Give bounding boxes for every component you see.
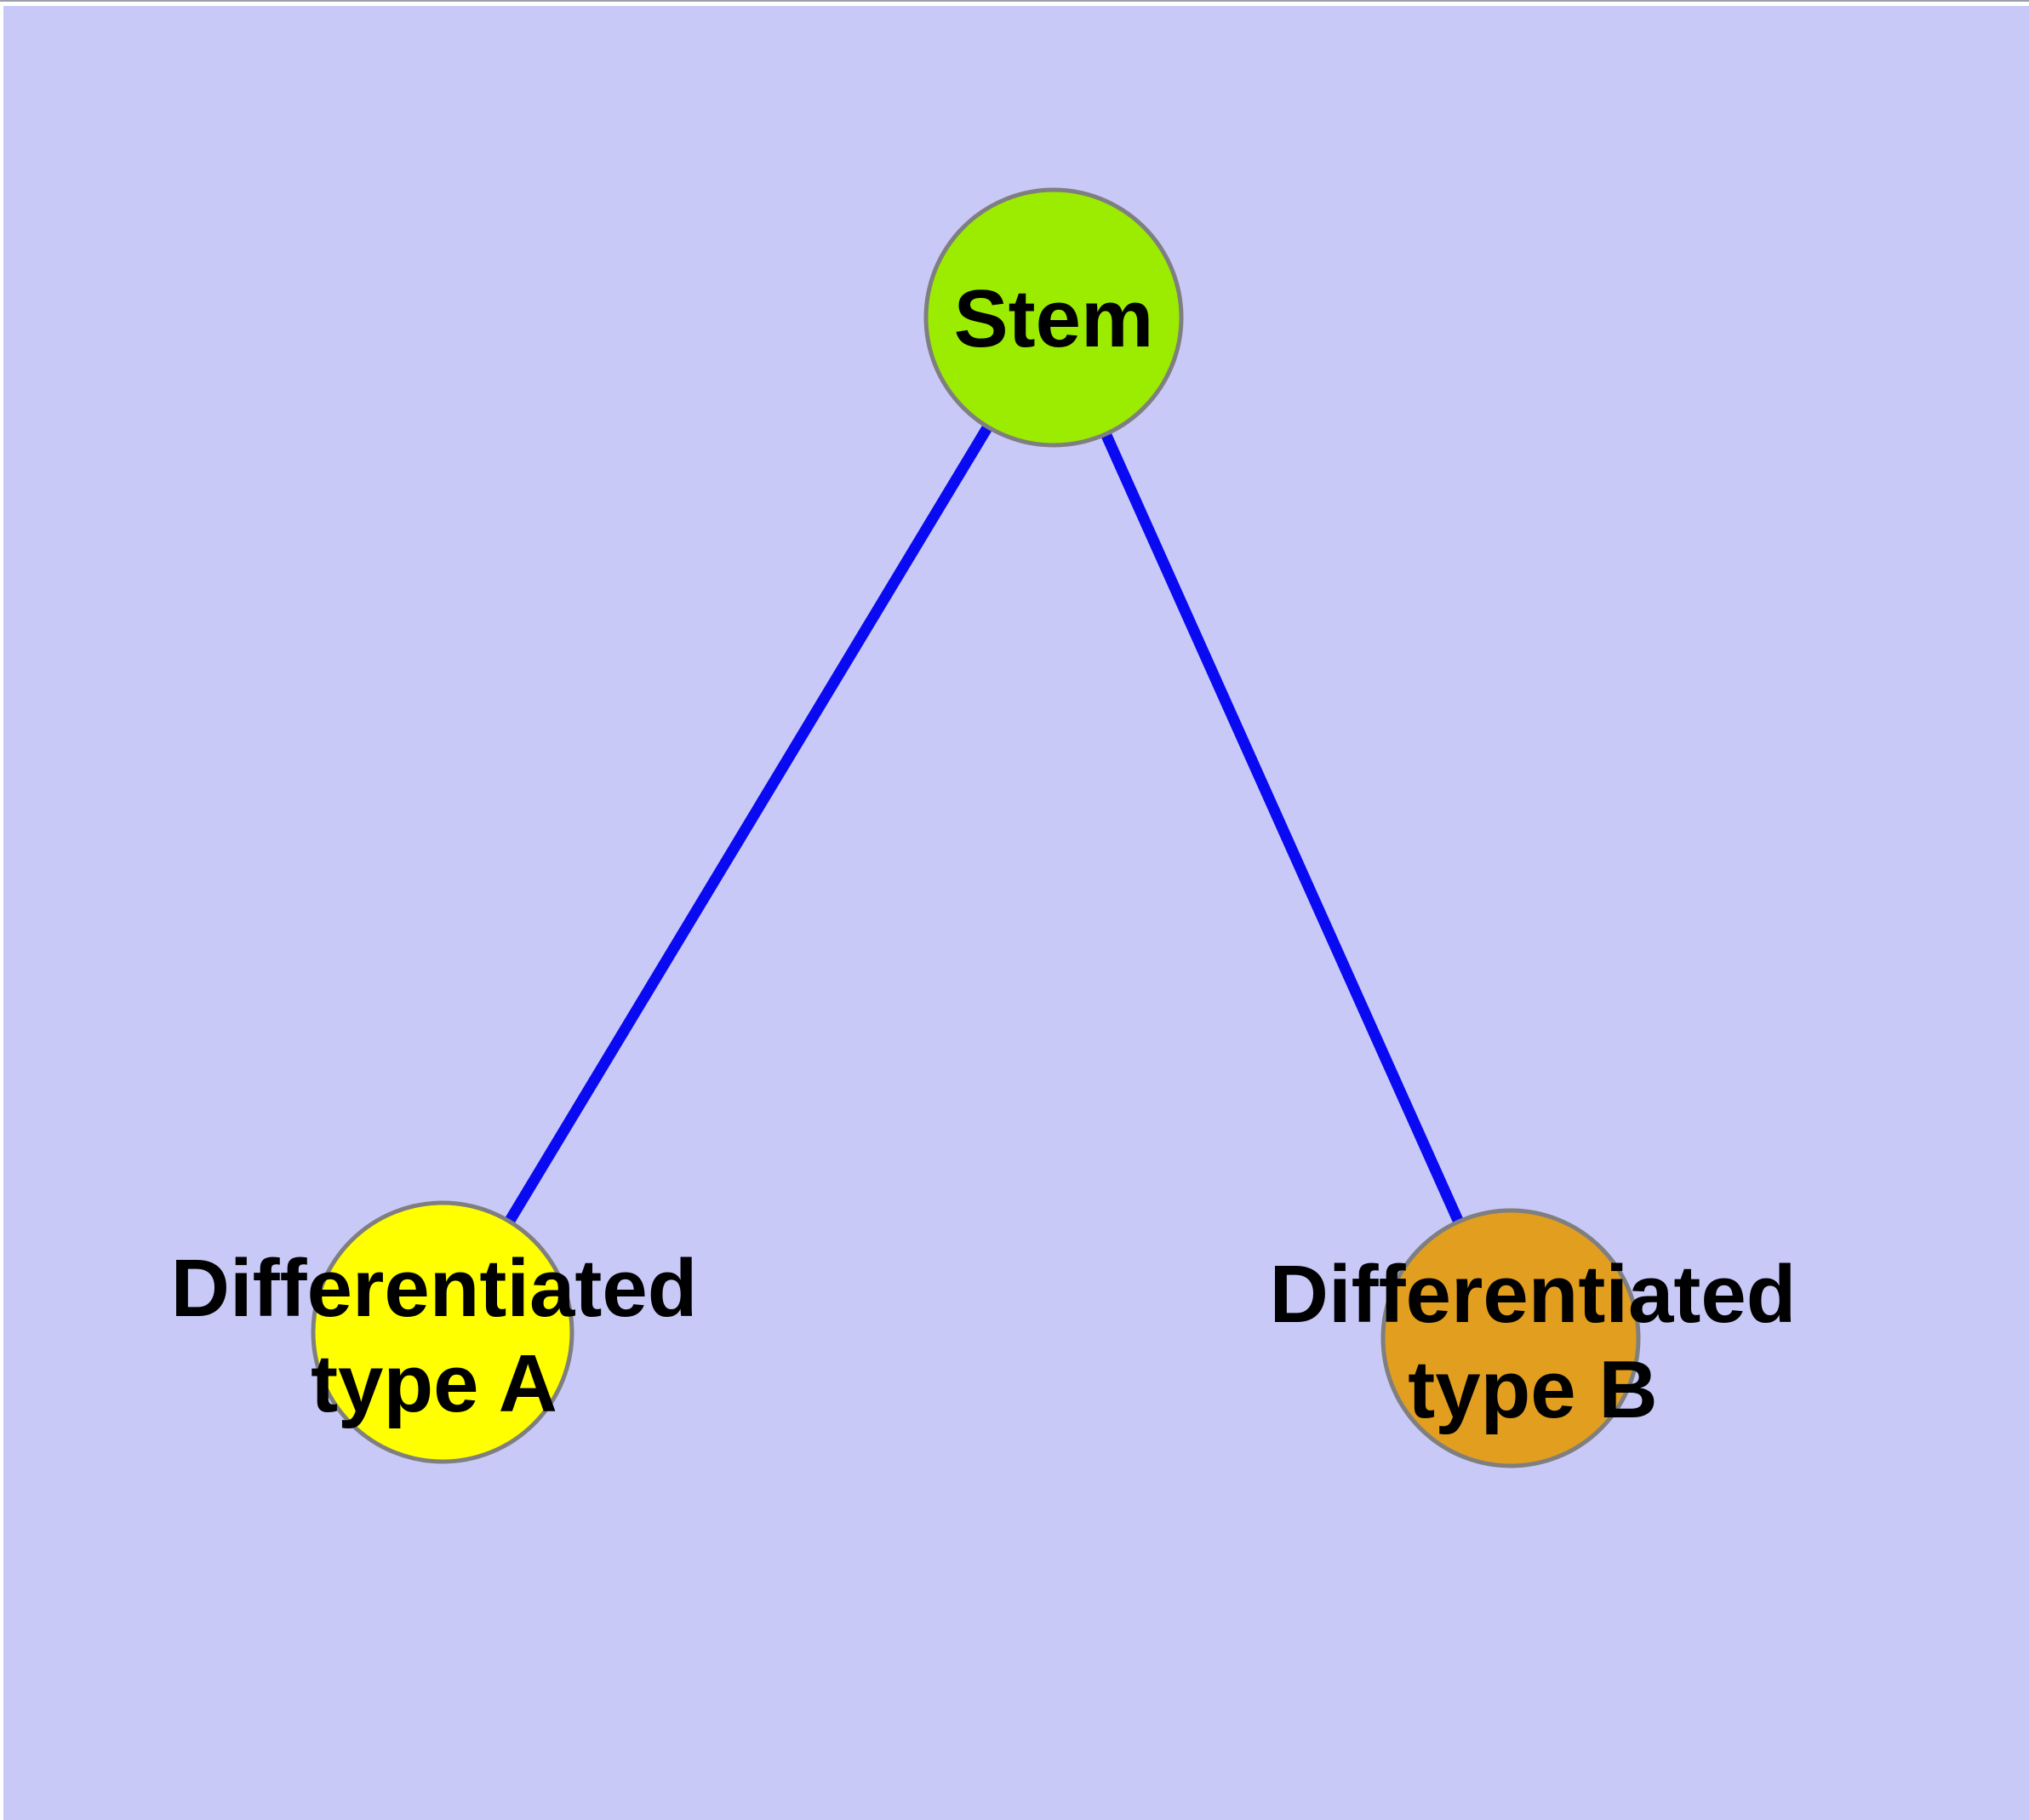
- graph-svg: [311, 187, 1641, 1468]
- window-top-edge: [0, 0, 2029, 2]
- node-differentiated-type-a[interactable]: [311, 1200, 574, 1464]
- node-differentiated-type-b[interactable]: [1380, 1208, 1641, 1468]
- node-stem[interactable]: [923, 187, 1184, 448]
- diagram-canvas: Stem Differentiated type A Differentiate…: [3, 6, 2029, 1820]
- edge-stem-to-type-a: [437, 314, 1059, 1336]
- edge-stem-to-type-b: [1049, 315, 1516, 1341]
